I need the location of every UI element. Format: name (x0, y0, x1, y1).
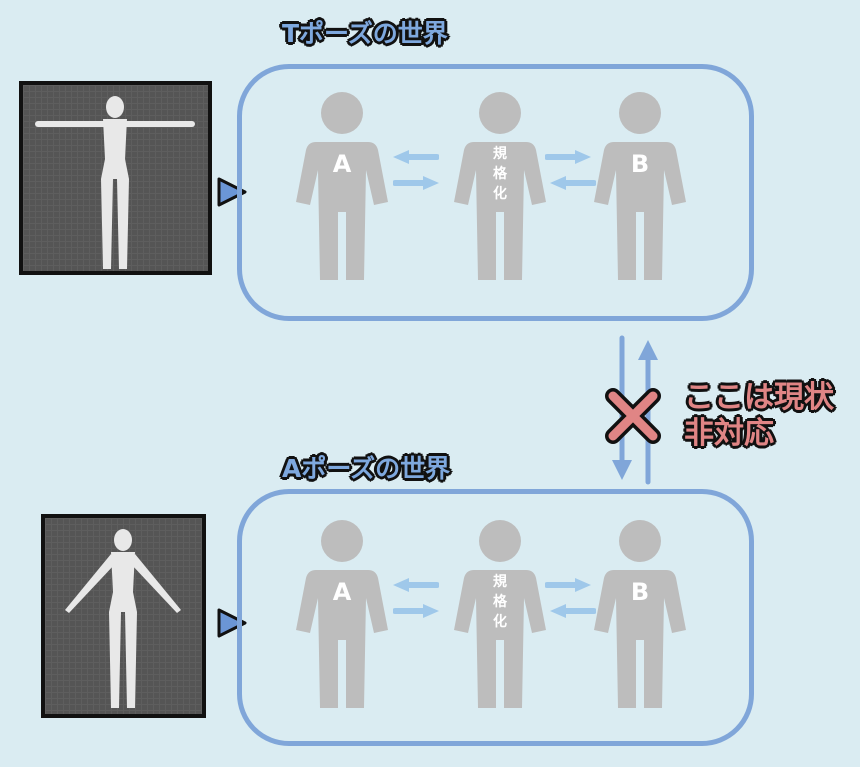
normalized-label-char: 格 (493, 594, 507, 610)
t-pose-world-frame (237, 64, 754, 321)
left-person-label: A (332, 578, 352, 606)
t-pose-model-figure (35, 96, 195, 269)
a-pose-model-figure (65, 529, 181, 708)
left-person-figure: A (296, 520, 388, 714)
arrow-right-icon (544, 149, 591, 168)
right-person-figure: B (594, 520, 686, 714)
arrow-left-icon (393, 149, 440, 168)
normalized-label: 規格化 (485, 572, 515, 632)
left-person-figure: A (296, 92, 388, 286)
arrow-up-icon (638, 340, 658, 485)
normalized-label-char: 化 (493, 614, 507, 630)
arrow-right-icon (544, 577, 591, 596)
right-person-label: B (630, 150, 650, 178)
normalized-label-char: 格 (493, 166, 507, 182)
cross-icon (605, 388, 661, 444)
arrow-right-icon (392, 175, 439, 194)
t-pose-model-thumbnail (19, 81, 212, 275)
left-person-label: A (332, 150, 352, 178)
normalized-label-char: 規 (493, 146, 507, 162)
normalized-label: 規格化 (485, 144, 515, 204)
arrow-right-icon (392, 603, 439, 622)
right-person-figure: B (594, 92, 686, 286)
center-person-figure: 規格化 (454, 520, 546, 714)
note-line-2: 非対応 (684, 416, 774, 451)
arrow-left-icon (393, 577, 440, 596)
arrow-left-icon (550, 603, 597, 622)
center-person-figure: 規格化 (454, 92, 546, 286)
a-pose-world-frame (237, 489, 754, 746)
panel-title-a-pose: Aポーズの世界 (282, 454, 451, 483)
panel-title-t-pose: Tポーズの世界 (282, 19, 448, 48)
normalized-label-char: 規 (493, 574, 507, 590)
right-person-label: B (630, 578, 650, 606)
arrow-left-icon (550, 175, 597, 194)
unsupported-note: ここは現状 非対応 (684, 380, 834, 452)
note-line-1: ここは現状 (684, 380, 834, 415)
arrow-right-icon (217, 177, 247, 207)
a-pose-model-thumbnail (41, 514, 206, 718)
arrow-right-icon (217, 608, 247, 638)
normalized-label-char: 化 (493, 186, 507, 202)
